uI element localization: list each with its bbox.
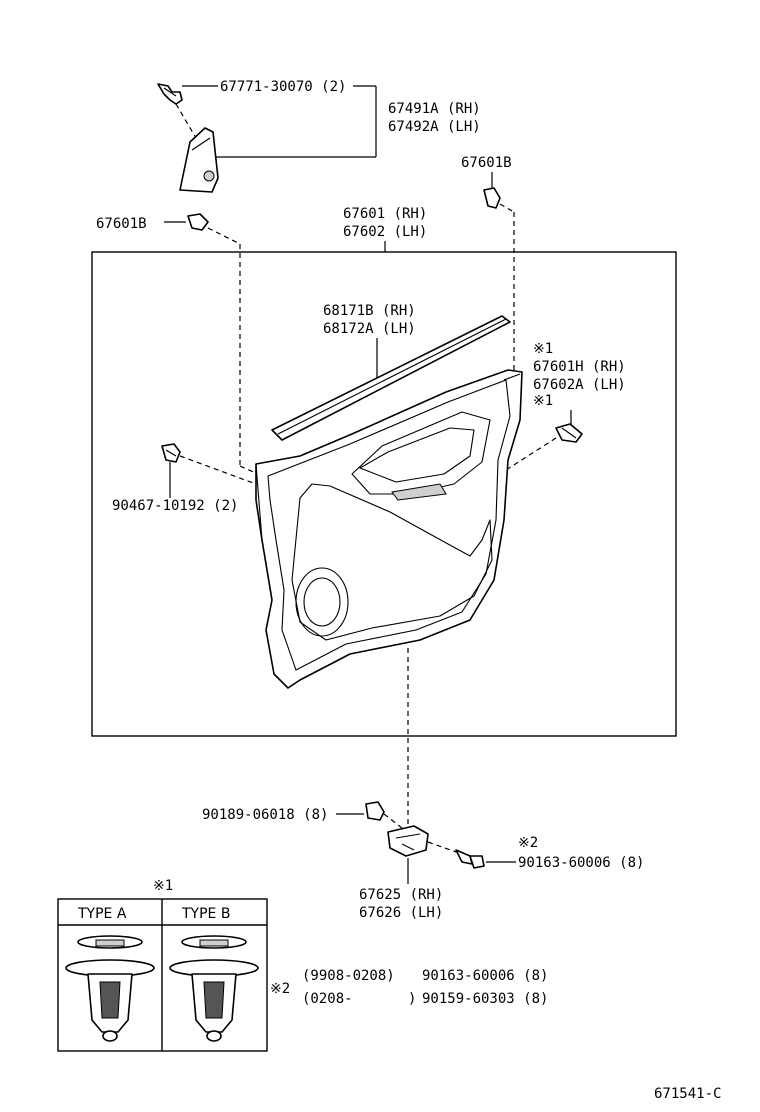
label-weather-lh: 68172A (LH) (323, 321, 416, 337)
weatherstrip-icon (271, 315, 511, 441)
label-date-range-1: (9908-0208) (302, 968, 395, 984)
bracket-icon (387, 825, 429, 857)
label-weather-rh: 68171B (RH) (323, 303, 416, 319)
diagram-code: 671541-C (654, 1086, 721, 1102)
label-clip-top: 67771-30070 (2) (220, 79, 346, 95)
clip-type-b-icon (169, 935, 259, 1042)
label-nut: 90189-06018 (8) (202, 807, 328, 823)
label-part-range-2: 90159-60303 (8) (422, 991, 548, 1007)
label-board-lh: 67602 (LH) (343, 224, 427, 240)
label-cover-lh: 67492A (LH) (388, 119, 481, 135)
nut-icon (365, 801, 385, 821)
clip-top-icon (157, 83, 183, 105)
clip-b-right-icon (483, 187, 501, 209)
label-bracket-rh: 67625 (RH) (359, 887, 443, 903)
label-note1-a: ※1 (533, 341, 553, 357)
label-clip-left: 90467-10192 (2) (112, 498, 238, 514)
clip-b-left-icon (187, 213, 209, 231)
label-clip-a-lh: 67602A (LH) (533, 377, 626, 393)
label-clip-h-rh: 67601H (RH) (533, 359, 626, 375)
screw-icon (455, 849, 485, 869)
label-type-a: TYPE A (77, 906, 127, 922)
label-date-range-2-end: ) (408, 991, 416, 1007)
clip-left-icon (161, 443, 181, 463)
label-screw: 90163-60006 (8) (518, 855, 644, 871)
label-clip-b-left: 67601B (96, 216, 147, 232)
label-clip-b-right: 67601B (461, 155, 512, 171)
door-trim-board-icon (255, 369, 523, 689)
label-note2-b: ※2 (270, 981, 290, 997)
label-note1-b: ※1 (533, 393, 553, 409)
label-board-rh: 67601 (RH) (343, 206, 427, 222)
label-type-b: TYPE B (181, 906, 230, 922)
assembly-frame (91, 251, 677, 737)
clip-type-a-icon (65, 935, 155, 1042)
label-note2: ※2 (518, 835, 538, 851)
label-cover-rh: 67491A (RH) (388, 101, 481, 117)
clip-h-icon (555, 423, 583, 443)
mirror-cover-icon (179, 127, 219, 193)
label-part-range-1: 90163-60006 (8) (422, 968, 548, 984)
label-note1-c: ※1 (153, 878, 173, 894)
label-date-range-2-start: (0208- (302, 991, 353, 1007)
label-bracket-lh: 67626 (LH) (359, 905, 443, 921)
